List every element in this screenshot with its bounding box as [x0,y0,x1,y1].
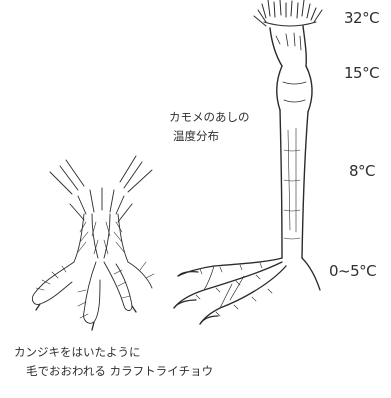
ptarmigan-caption-line1: カンジキをはいたように [14,343,213,362]
gull-feathers [254,0,322,26]
temperature-top-label: 32°C [344,9,379,27]
ptarmigan-caption-line2: 毛でおおわれる カラフトライチョウ [14,362,213,381]
gull-shank [280,110,308,258]
gull-caption: カモメのあしの 温度分布 [169,108,250,146]
gull-knee [277,66,312,112]
ptarmigan-caption: カンジキをはいたように 毛でおおわれる カラフトライチョウ [14,343,213,381]
gull-caption-line2: 温度分布 [169,127,250,146]
temperature-upper-label: 15°C [344,64,379,82]
gull-leg [174,0,322,324]
gull-caption-line1: カモメのあしの [169,108,250,127]
gull-foot [174,258,320,324]
temperature-middle-label: 8°C [349,162,375,180]
temperature-bottom-label: 0~5°C [329,262,376,280]
ptarmigan-foot [32,156,154,330]
